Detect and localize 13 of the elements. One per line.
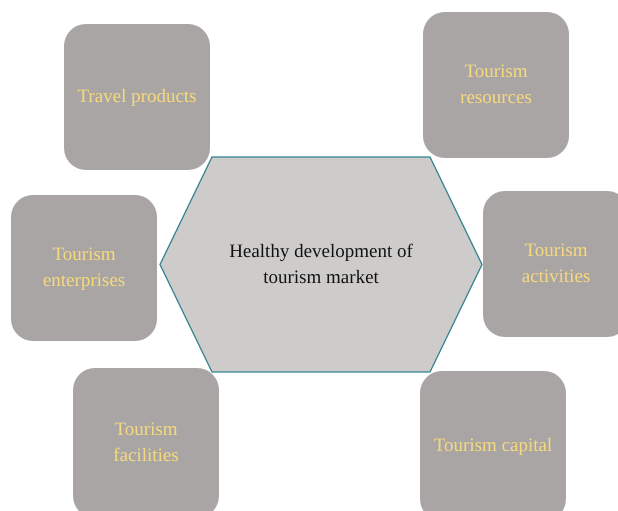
node-label: Tourism facilities (112, 418, 180, 468)
node-label: Healthy development of tourism market (228, 240, 414, 290)
rounded-box (420, 371, 566, 511)
node-label: Tourism enterprises (42, 243, 126, 293)
rounded-box (64, 24, 210, 170)
rounded-box (73, 368, 219, 511)
rounded-box (11, 195, 157, 341)
node-label: Tourism capital (434, 434, 552, 458)
node-label: Tourism activities (520, 239, 592, 289)
rounded-box (423, 12, 569, 158)
node-label: Travel products (77, 85, 197, 110)
node-label: Tourism resources (459, 60, 533, 110)
rounded-box (483, 191, 618, 337)
